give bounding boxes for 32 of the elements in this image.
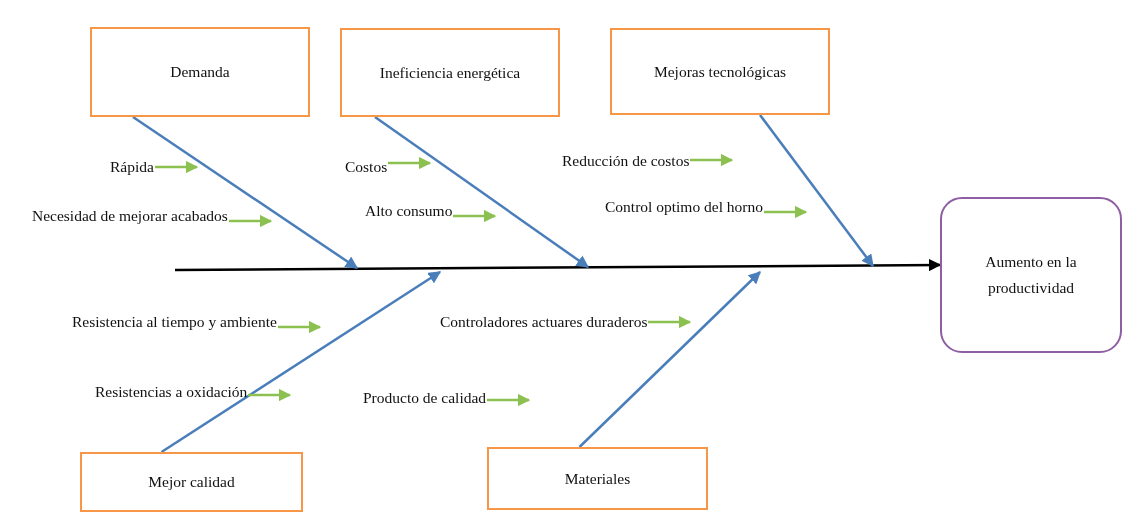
arrow — [487, 393, 531, 407]
cause-text: Costos — [345, 156, 388, 178]
cause-text: Rápida — [110, 156, 154, 178]
cause-text: Resistencia al tiempo y ambiente — [72, 311, 277, 333]
cause-text: Producto de calidad — [363, 387, 487, 409]
cause-text: Control optimo del horno — [605, 196, 763, 218]
category-box: Demanda — [90, 27, 310, 117]
arrow — [690, 153, 734, 167]
arrow — [388, 156, 432, 170]
arrow — [453, 209, 497, 223]
category-box: Mejoras tecnológicas — [610, 28, 830, 115]
arrow — [764, 205, 808, 219]
arrow — [278, 320, 322, 334]
effect-box: Aumento en la productividad — [940, 197, 1122, 353]
cause-text: Resistencias a oxidación — [95, 381, 248, 403]
arrow — [155, 160, 199, 174]
arrow — [160, 270, 442, 454]
arrow — [374, 115, 589, 269]
arrow — [229, 214, 273, 228]
arrow — [578, 271, 761, 448]
cause-text: Alto consumo — [365, 200, 453, 222]
arrow — [132, 115, 359, 270]
category-box: Mejor calidad — [80, 452, 303, 512]
arrow — [175, 258, 942, 272]
cause-text: Controladores actuares duraderos — [440, 311, 648, 333]
arrow — [648, 315, 692, 329]
arrow — [759, 114, 874, 267]
category-box: Materiales — [487, 447, 708, 510]
category-box: Ineficiencia energética — [340, 28, 560, 117]
cause-text: Necesidad de mejorar acabados — [32, 205, 228, 227]
cause-text: Reducción de costos — [562, 150, 690, 172]
arrow — [248, 388, 292, 402]
